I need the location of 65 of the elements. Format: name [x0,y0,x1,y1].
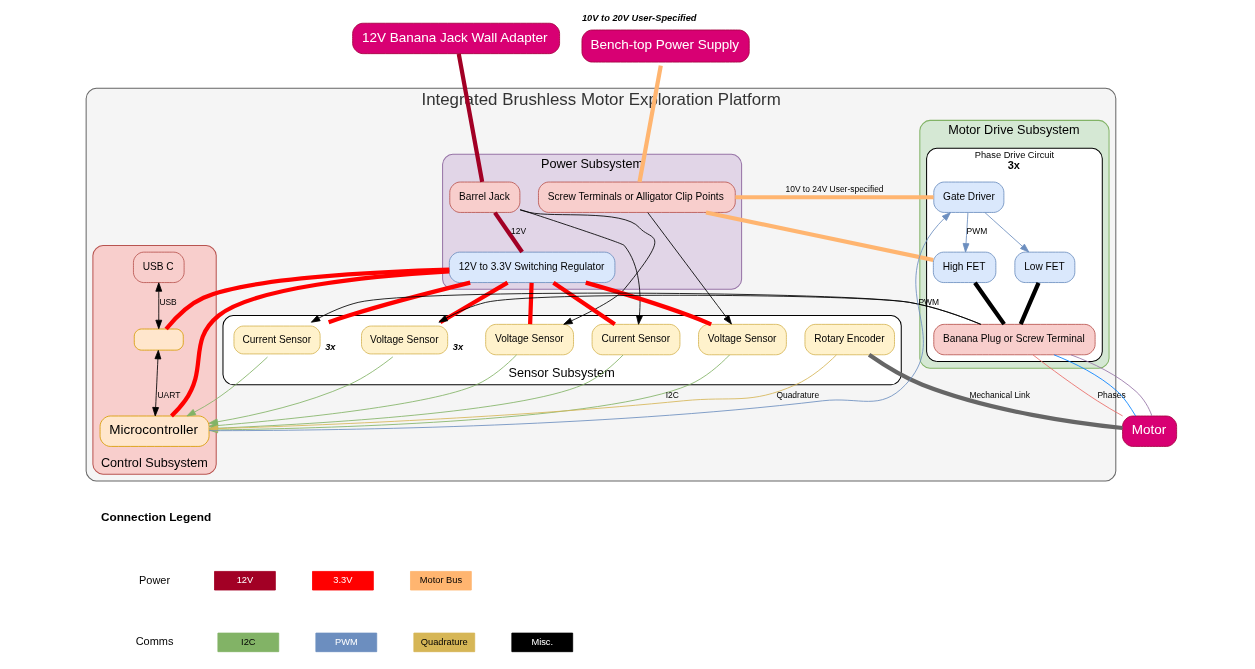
connector [972,281,1006,326]
node-box: Microcontroller [99,415,209,447]
node-box: Barrel Jack [448,181,520,213]
node-box: USB C [132,251,185,283]
node-label: 3x [324,342,336,353]
node-box: Voltage Sensor [697,323,787,356]
connector [551,280,616,327]
connector [438,280,509,325]
connector [1070,354,1152,417]
node-box: Screw Terminals or Alligator Clip Points [537,181,736,213]
legend-label: Misc. [530,636,553,647]
connector [705,210,934,263]
legend-label: 3.3V [332,575,352,586]
node-box: Voltage Sensor [484,323,574,356]
connector [456,53,484,183]
node-box: 12V Banana Jack Wall Adapter [351,22,560,55]
legend-label: 12V [236,575,253,586]
edge-label: UART [157,390,180,401]
node-label: 3x [452,342,463,353]
connector [527,282,534,325]
edge-label: 12V [510,226,526,237]
edge-label: PWM [966,226,987,237]
connector [1032,354,1123,417]
connector [1018,281,1040,325]
edge-label: I2C [665,390,679,401]
node-box: Motor [1121,415,1177,447]
node-box [133,328,184,351]
connector [327,280,471,325]
node-box: Gate Driver [932,181,1004,213]
arrow [208,356,393,426]
node-label: 3x [1007,158,1020,171]
node-box: Rotary Encoder [804,323,895,356]
arrow [151,349,161,417]
connector [636,65,663,183]
node-box: Banana Plug or Screw Terminal [932,323,1096,356]
connector [584,280,712,327]
node-box: Low FET [1013,251,1075,283]
arrow [962,212,969,253]
label: Connection Legend [100,510,211,525]
node-box: Current Sensor [591,323,680,356]
node-box: 12V to 3.3V Switching Regulator [448,251,615,283]
connector [492,211,524,254]
edge-label: Phases [1097,390,1126,401]
connector [867,353,1123,431]
legend-label: Motor Bus [419,575,462,586]
arrow [310,292,981,325]
arrow [438,294,981,325]
arrow [186,356,268,417]
label: Power [138,573,170,586]
connector [1053,354,1136,417]
label: Comms [135,635,173,648]
legend-label: I2C [240,636,256,647]
legend-label: PWM [334,636,358,647]
edge-label: Mechanical Link [968,390,1030,401]
arrow [646,212,732,325]
edge-label: USB [158,296,177,307]
connector [164,267,449,331]
arrow [984,212,1029,253]
node-box: High FET [932,251,996,283]
connector [734,195,934,200]
node-label: 10V to 20V User-Specified [581,13,696,24]
edge-label: Quadrature [775,390,819,401]
edge-label: 10V to 24V User-specified [785,184,884,195]
arrow [154,282,162,330]
legend-label: Quadrature [420,636,468,647]
